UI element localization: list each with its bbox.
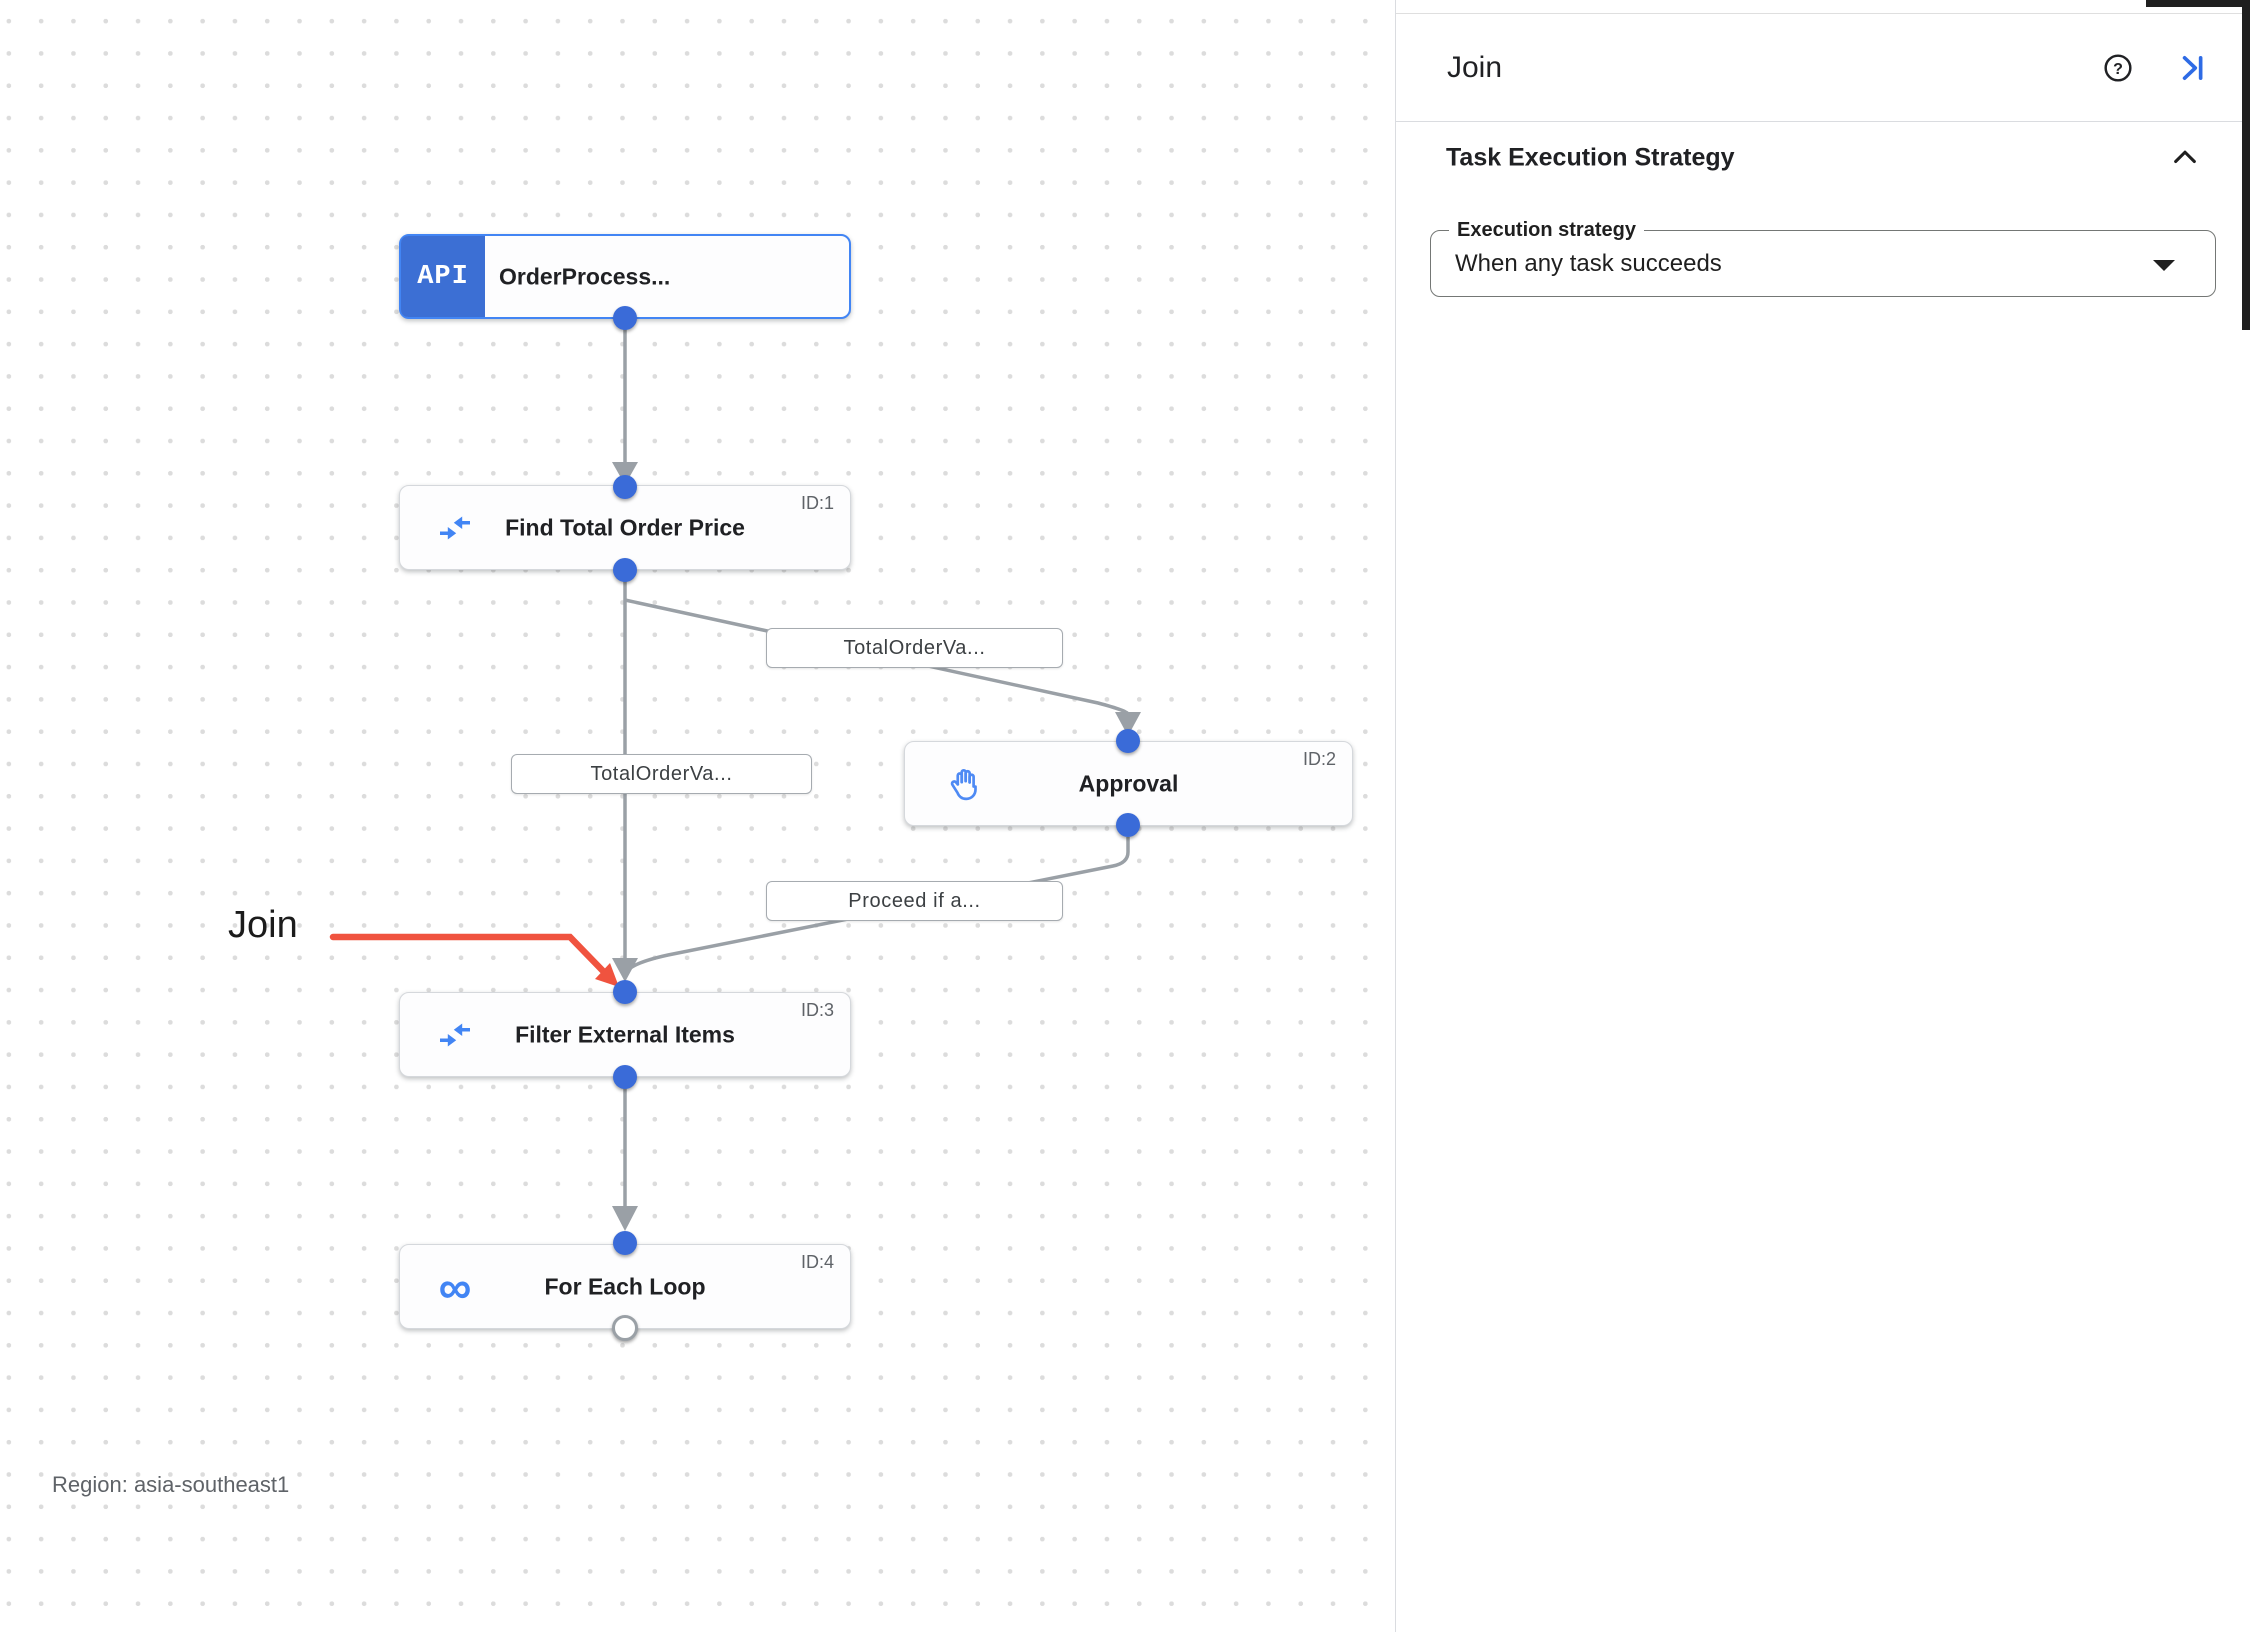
approval-hand-icon — [947, 765, 985, 803]
connector-dot-task2-in[interactable] — [1116, 729, 1140, 753]
arrowhead-task2 — [1115, 712, 1141, 736]
node-id-badge: ID:4 — [800, 1252, 834, 1272]
scrollbar-thumb[interactable] — [2242, 0, 2250, 330]
node-id-badge: ID:3 — [800, 1000, 834, 1020]
section-title: Task Execution Strategy — [1446, 143, 1735, 172]
execution-strategy-label: Execution strategy — [1449, 219, 1644, 241]
workflow-edges — [329, 318, 1141, 1231]
panel-title: Join — [1447, 50, 1503, 84]
node-for-each-loop[interactable]: ∞ For Each Loop ID:4 — [399, 1244, 851, 1329]
browser-chrome-fragment — [2146, 0, 2250, 7]
join-annotation-arrow — [329, 933, 619, 987]
edge-label-total-order-value-2[interactable]: TotalOrderVa... — [511, 754, 812, 794]
edge-label-total-order-value-1[interactable]: TotalOrderVa... — [766, 628, 1063, 668]
node-title: Approval — [1078, 770, 1179, 796]
node-title: For Each Loop — [544, 1273, 706, 1299]
data-mapping-icon — [436, 1016, 474, 1054]
collapse-panel-icon[interactable] — [2173, 50, 2209, 86]
node-id-badge: ID:2 — [1302, 749, 1336, 769]
node-title: Find Total Order Price — [505, 514, 745, 540]
connector-dot-task3-out[interactable] — [613, 1065, 637, 1089]
task-execution-strategy-section[interactable]: Task Execution Strategy — [1396, 122, 2250, 194]
join-annotation-label: Join — [228, 904, 298, 946]
data-mapping-icon — [436, 509, 474, 547]
connector-dot-task4-in[interactable] — [613, 1231, 637, 1255]
edge-label-proceed-if[interactable]: Proceed if a... — [766, 881, 1063, 921]
edge-lines — [623, 318, 1130, 1206]
connector-dot-task3-in[interactable] — [613, 980, 637, 1004]
arrowhead-task3 — [612, 958, 638, 982]
connector-dot-task2-out[interactable] — [1116, 813, 1140, 837]
node-find-total-order-price[interactable]: Find Total Order Price ID:1 — [399, 485, 851, 570]
panel-header: Join ? — [1396, 14, 2250, 122]
node-api-trigger[interactable]: API OrderProcess... — [399, 234, 851, 319]
connector-dot-task4-out[interactable] — [612, 1315, 638, 1341]
node-filter-external-items[interactable]: Filter External Items ID:3 — [399, 992, 851, 1077]
arrowhead-task4 — [612, 1206, 638, 1231]
help-icon[interactable]: ? — [2100, 50, 2136, 86]
region-label: Region: asia-southeast1 — [52, 1472, 290, 1497]
config-panel: Join ? Task Execution Strategy — [1395, 0, 2250, 1632]
for-each-loop-icon: ∞ — [438, 1260, 472, 1313]
svg-text:?: ? — [2113, 59, 2123, 77]
connector-dot-task1-out[interactable] — [613, 558, 637, 582]
workflow-canvas[interactable]: API OrderProcess... Find Total Order Pri… — [0, 0, 1395, 1632]
panel-top-divider — [1396, 13, 2250, 14]
chevron-up-icon[interactable] — [2167, 140, 2203, 176]
edge-task2-to-task3 — [626, 837, 1130, 972]
dropdown-caret-icon — [2153, 259, 2175, 271]
execution-strategy-select[interactable]: Execution strategy When any task succeed… — [1430, 219, 2216, 297]
edge-arrowheads — [612, 462, 1141, 1231]
arrowhead-task1 — [612, 462, 638, 485]
connector-dot-task1-in[interactable] — [613, 475, 637, 499]
api-trigger-badge: API — [401, 236, 485, 317]
node-id-badge: ID:1 — [800, 493, 834, 513]
connector-dot-trigger-out[interactable] — [613, 306, 637, 330]
execution-strategy-value: When any task succeeds — [1455, 249, 1722, 277]
node-title: Filter External Items — [515, 1021, 735, 1047]
node-title: OrderProcess... — [499, 263, 671, 289]
